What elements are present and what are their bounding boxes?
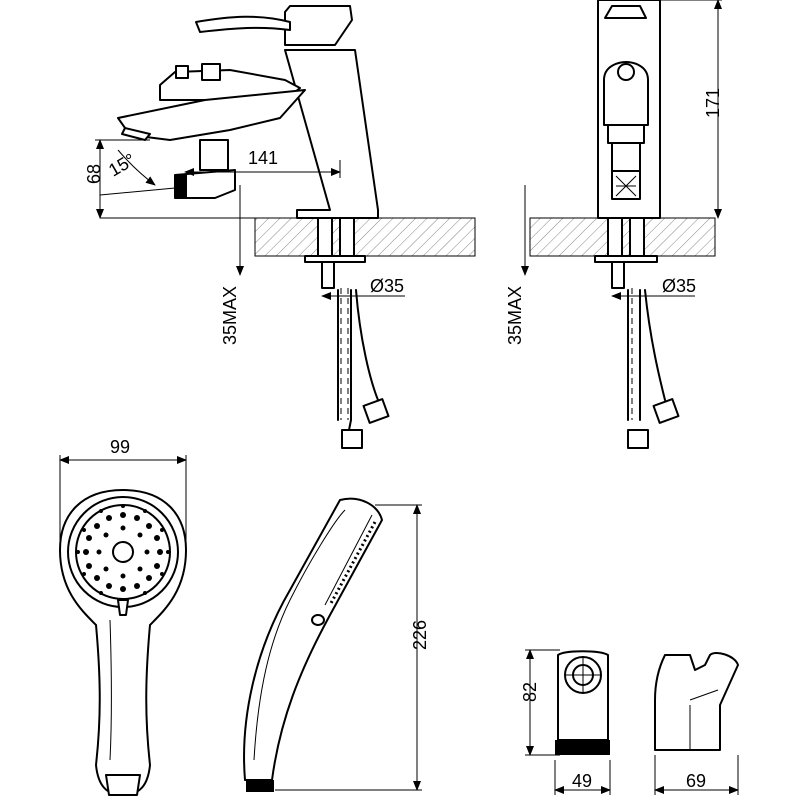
holder-base-front <box>555 740 610 755</box>
dim-hole-diameter-left: Ø35 <box>370 276 404 296</box>
spout-neck-front <box>607 124 645 144</box>
dim-holder-width-front: 49 <box>572 771 592 791</box>
dim-shower-length: 226 <box>410 620 430 650</box>
mount-plate <box>304 255 366 263</box>
diverter-knob <box>175 65 189 79</box>
aerator-mesh-icon <box>615 175 637 197</box>
dim-shower-head-width: 99 <box>110 437 130 457</box>
mount-nut <box>321 261 335 289</box>
spray-selector-tab <box>117 599 129 616</box>
countertop-section <box>254 217 476 257</box>
aerator-front <box>611 170 641 200</box>
mount-plate-front <box>594 255 658 263</box>
shower-head-front: 99 <box>59 437 187 796</box>
lever-handle <box>195 15 291 33</box>
shower-side-outline <box>243 497 383 781</box>
hose-front-2 <box>644 289 666 401</box>
aerator <box>175 175 187 197</box>
faucet-front-view: 171 35MAX Ø35 <box>505 0 723 449</box>
hose-1 <box>348 289 352 431</box>
hose-fitting-2 <box>362 398 390 424</box>
shower-side-button <box>311 614 325 626</box>
dim-hole-diameter-right: Ø35 <box>662 276 696 296</box>
mount-shank-left-front <box>607 217 623 257</box>
dim-mount-max-right: 35MAX <box>505 286 525 345</box>
hose-fitting-1 <box>341 429 363 449</box>
diverter-knob-front <box>617 63 635 81</box>
dim-total-height: 171 <box>703 88 723 118</box>
spray-nozzles-icon <box>76 504 170 595</box>
spout-front <box>611 142 641 172</box>
mount-nut-front <box>611 261 625 289</box>
dim-mount-max-left: 35MAX <box>220 286 240 345</box>
dim-spout-height: 68 <box>84 164 104 184</box>
holder-front: 82 49 <box>520 649 611 795</box>
mount-shank-right <box>339 217 355 257</box>
faucet-body <box>284 49 379 219</box>
hose-fitting-front-2 <box>652 398 680 424</box>
dim-angle: 15° <box>105 150 139 181</box>
hose-connector-front <box>105 774 141 796</box>
faucet-top <box>284 5 353 46</box>
hose-2 <box>355 289 379 401</box>
holder-side-outline <box>654 652 739 751</box>
shower-center-icon <box>112 541 134 563</box>
diverter-front <box>603 61 649 126</box>
shower-head-side: 226 <box>243 497 430 792</box>
dim-spout-reach: 141 <box>248 148 278 168</box>
hose-fitting-front-1 <box>627 429 649 449</box>
shower-side-nozzles-icon <box>328 521 377 606</box>
holder-side: 69 <box>654 652 739 795</box>
lever-front <box>604 5 647 19</box>
mount-shank-left <box>317 217 333 257</box>
dim-holder-width-side: 69 <box>686 771 706 791</box>
spout-connector <box>199 139 229 171</box>
faucet-side-view: 141 68 15° 35MAX Ø35 <box>84 5 476 449</box>
diverter-cap <box>201 63 221 81</box>
dim-holder-height: 82 <box>520 682 540 702</box>
hose-connector-side <box>246 780 274 792</box>
mount-shank-right-front <box>629 217 645 257</box>
